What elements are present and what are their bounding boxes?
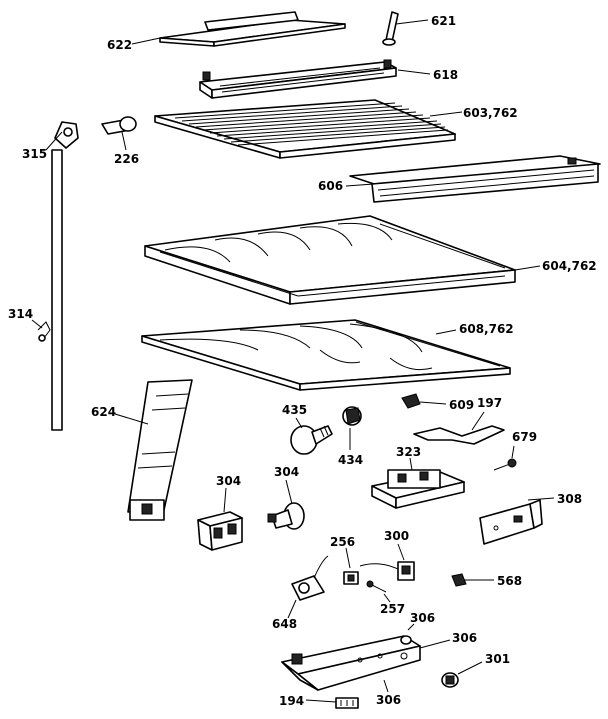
- label-308: 308: [557, 492, 582, 506]
- part-606-cover: [349, 155, 601, 203]
- label-256: 256: [330, 535, 355, 549]
- part-323-housing: [371, 469, 465, 509]
- part-194-pad: [335, 697, 359, 709]
- label-306c: 306: [376, 693, 401, 707]
- label-306b: 306: [452, 631, 477, 645]
- part-624-bracket: [127, 379, 193, 521]
- part-618-frame: [199, 59, 397, 99]
- part-434-socket: [342, 406, 362, 426]
- label-604: 604,762: [542, 259, 597, 273]
- part-679-screw: [493, 458, 517, 471]
- label-621: 621: [431, 14, 456, 28]
- label-315: 315: [22, 147, 47, 161]
- part-435-bulb: [290, 425, 333, 455]
- label-622: 622: [107, 38, 132, 52]
- label-648: 648: [272, 617, 297, 631]
- part-300-switch: [359, 561, 415, 581]
- part-256-connector: [343, 571, 359, 585]
- label-606: 606: [318, 179, 343, 193]
- label-257: 257: [380, 602, 405, 616]
- label-300: 300: [384, 529, 409, 543]
- part-306-bracket: [281, 635, 421, 691]
- part-603-shelf: [154, 99, 456, 159]
- part-301-cap: [441, 672, 459, 688]
- part-604-pan: [144, 215, 516, 305]
- label-226: 226: [114, 152, 139, 166]
- label-435: 435: [282, 403, 307, 417]
- label-624: 624: [91, 405, 116, 419]
- part-304b-thermostat: [267, 502, 305, 530]
- label-306a: 306: [410, 611, 435, 625]
- label-197: 197: [477, 396, 502, 410]
- part-621-shaft: [382, 11, 399, 46]
- part-315-rod: [37, 121, 79, 431]
- label-608: 608,762: [459, 322, 514, 336]
- part-648-motor: [291, 555, 329, 601]
- part-304a-switch: [197, 511, 243, 551]
- label-568: 568: [497, 574, 522, 588]
- label-314: 314: [8, 307, 33, 321]
- label-434: 434: [338, 453, 363, 467]
- part-197-clip: [413, 425, 505, 445]
- part-608-pan: [141, 319, 511, 391]
- label-304a: 304: [216, 474, 241, 488]
- label-301: 301: [485, 652, 510, 666]
- part-609-clip: [401, 393, 421, 409]
- label-679: 679: [512, 430, 537, 444]
- label-304b: 304: [274, 465, 299, 479]
- part-622-cover: [159, 11, 346, 47]
- part-308-plate: [479, 499, 543, 545]
- label-603: 603,762: [463, 106, 518, 120]
- label-194: 194: [279, 694, 304, 708]
- label-323: 323: [396, 445, 421, 459]
- label-609: 609: [449, 398, 474, 412]
- part-257-screw: [366, 580, 387, 593]
- part-226-knob: [101, 116, 137, 135]
- label-618: 618: [433, 68, 458, 82]
